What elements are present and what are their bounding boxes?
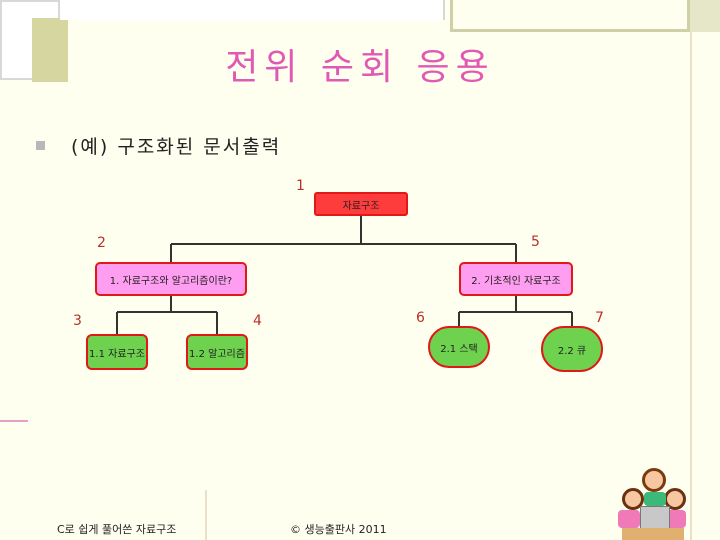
desk-icon xyxy=(622,528,684,540)
deco-strip-right xyxy=(690,0,720,32)
deco-line-left xyxy=(0,420,28,422)
tree-node-ch1: 1. 자료구조와 알고리즘이란? xyxy=(95,262,247,296)
deco-line-top xyxy=(60,0,445,20)
order-number-ch2: 5 xyxy=(531,234,540,250)
tree-node-ch1-1: 1.1 자료구조 xyxy=(86,334,148,370)
deco-line-vertical xyxy=(690,32,692,540)
tree-node-ch1-2: 1.2 알고리즘 xyxy=(186,334,248,370)
tree-node-ch2-1: 2.1 스택 xyxy=(428,326,490,368)
footer-book-title: C로 쉽게 풀어쓴 자료구조 xyxy=(57,523,177,536)
order-number-ch2-2: 7 xyxy=(595,310,604,326)
order-number-ch1: 2 xyxy=(97,235,106,251)
kid-body-center-icon xyxy=(644,492,666,506)
deco-square-topright xyxy=(450,0,690,32)
kid-head-left-icon xyxy=(622,488,644,510)
deco-square-olive xyxy=(32,18,68,82)
tree-node-root: 자료구조 xyxy=(314,192,408,216)
bullet-text: (예) 구조화된 문서출력 xyxy=(71,136,282,158)
kid-body-left-icon xyxy=(618,510,640,528)
tree-node-ch2: 2. 기초적인 자료구조 xyxy=(459,262,573,296)
order-number-ch1-2: 4 xyxy=(253,313,262,329)
tree-node-ch2-2: 2.2 큐 xyxy=(541,326,603,372)
bullet-item: (예) 구조화된 문서출력 xyxy=(36,132,281,159)
slide-title: 전위 순회 응용 xyxy=(225,47,495,88)
order-number-ch1-1: 3 xyxy=(73,313,82,329)
footer-copyright: © 생능출판사 2011 xyxy=(290,523,387,536)
order-number-root: 1 xyxy=(296,178,305,194)
deco-line-bottom xyxy=(205,490,207,540)
square-bullet-icon xyxy=(36,141,45,150)
kids-illustration xyxy=(618,466,688,540)
order-number-ch2-1: 6 xyxy=(416,310,425,326)
kid-head-center-icon xyxy=(642,468,666,492)
